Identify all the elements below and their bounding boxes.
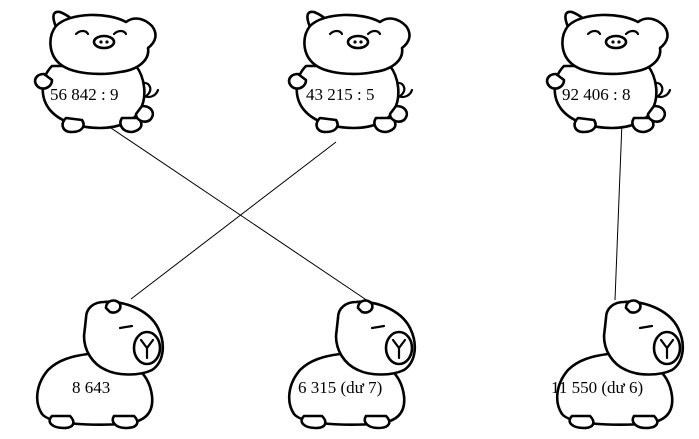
pig-expression-1: 56 842 : 9 <box>50 85 118 104</box>
pig-icon <box>33 10 160 134</box>
capybara-icon <box>287 299 417 430</box>
capybara-icon <box>555 299 685 430</box>
capybara-result-3: 11 550 (dư 6) <box>551 378 643 397</box>
connector-pig2-capybara1 <box>130 141 337 300</box>
pig-card-2[interactable] <box>287 10 414 134</box>
pig-card-3[interactable] <box>545 10 672 134</box>
capybara-card-1[interactable] <box>35 299 165 430</box>
capybara-card-2[interactable] <box>287 299 417 430</box>
capybara-result-2: 6 315 (dư 7) <box>298 378 382 397</box>
connector-pig1-capybara2 <box>107 125 369 302</box>
capybara-result-1: 8 643 <box>72 378 110 397</box>
pig-expression-2: 43 215 : 5 <box>306 85 374 104</box>
pig-card-1[interactable] <box>33 10 160 134</box>
connector-pig3-capybara3 <box>614 121 623 301</box>
capybara-icon <box>35 299 165 430</box>
pig-icon <box>287 10 414 134</box>
pig-icon <box>545 10 672 134</box>
pig-expression-3: 92 406 : 8 <box>562 85 630 104</box>
capybara-card-3[interactable] <box>555 299 685 430</box>
